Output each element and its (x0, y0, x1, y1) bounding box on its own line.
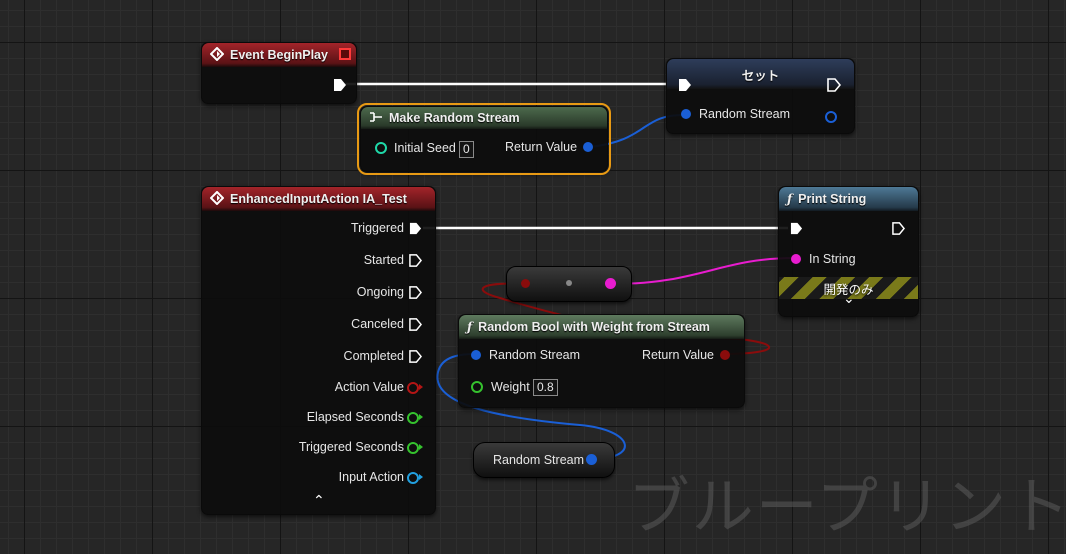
make-random-stream-title: Make Random Stream (389, 111, 520, 125)
make-random-stream-header: Make Random Stream (361, 107, 607, 129)
pin-label: Triggered (350, 221, 404, 235)
event-beginplay-node[interactable]: Event BeginPlay (201, 42, 357, 104)
canceled-pin-row: Canceled (351, 317, 404, 331)
completed-pin-row: Completed (344, 349, 404, 363)
exec-out-pin[interactable] (333, 78, 347, 97)
function-f-icon: ƒ (467, 320, 473, 334)
struct-pin-out[interactable] (586, 454, 597, 465)
event-beginplay-header: Event BeginPlay (202, 43, 356, 67)
in-string-row: In String (791, 252, 856, 266)
pin-label: Initial Seed (394, 141, 456, 155)
pin-label: Completed (343, 349, 404, 363)
set-random-stream-row: Random Stream (681, 107, 790, 121)
collapse-advanced-icon[interactable]: ⌃ (313, 493, 325, 509)
string-pin-in[interactable] (791, 254, 801, 264)
exec-in-pin[interactable] (678, 78, 692, 97)
ongoing-exec-pin[interactable] (409, 286, 423, 304)
pin-arrow (419, 384, 423, 390)
return-value-row: Return Value (642, 348, 730, 362)
exec-in-pin[interactable] (790, 222, 803, 240)
pin-label: Input Action (338, 470, 404, 484)
pin-label: Return Value (505, 140, 578, 154)
random-bool-header: ƒ Random Bool with Weight from Stream (459, 315, 744, 339)
development-only-label: 開発のみ (823, 282, 874, 297)
print-string-node[interactable]: ƒ Print String In String 開発のみ ⌄ (778, 186, 919, 317)
initial-seed-row: Initial Seed (375, 141, 456, 155)
ongoing-pin-row: Ongoing (357, 285, 404, 299)
struct-pin-in[interactable] (681, 109, 691, 119)
bool-pin-in[interactable] (521, 279, 530, 288)
struct-pin-in[interactable] (471, 350, 481, 360)
int-pin-in[interactable] (375, 142, 387, 154)
object-pin-out[interactable] (407, 472, 419, 484)
pin-label: In String (809, 252, 856, 266)
pin-label: Random Stream (699, 107, 791, 121)
float-pin-out[interactable] (407, 442, 419, 454)
string-wire-reroute-print[interactable] (611, 257, 796, 285)
exec-out-pin[interactable] (827, 78, 842, 97)
reroute-node[interactable] (506, 266, 632, 302)
event-beginplay-title: Event BeginPlay (230, 48, 328, 62)
struct-pin-out[interactable] (583, 142, 594, 152)
pin-arrow (419, 414, 423, 420)
delegate-pin-icon[interactable] (339, 48, 351, 60)
triggered-seconds-pin-row: Triggered Seconds (299, 440, 404, 454)
random-stream-variable-node[interactable]: Random Stream (473, 442, 615, 478)
string-pin-out[interactable] (605, 278, 616, 289)
development-only-banner (779, 277, 918, 299)
triggered-exec-pin[interactable] (409, 222, 422, 240)
expand-advanced-icon[interactable]: ⌄ (843, 291, 855, 307)
event-diamond-icon (209, 46, 225, 64)
input-action-header: EnhancedInputAction IA_Test (202, 187, 435, 211)
make-struct-icon (369, 111, 383, 126)
return-value-row: Return Value (505, 140, 594, 154)
set-variable-node[interactable]: セット Random Stream (666, 58, 855, 134)
blueprint-watermark: ブループリント (627, 470, 1066, 543)
pin-label: Action Value (334, 380, 404, 394)
print-string-header: ƒ Print String (779, 187, 918, 211)
float-pin-out[interactable] (407, 412, 419, 424)
pin-arrow (419, 474, 423, 480)
pin-label: Ongoing (356, 285, 404, 299)
input-action-title: EnhancedInputAction IA_Test (230, 192, 407, 206)
set-header: セット (667, 59, 854, 89)
function-f-icon: ƒ (787, 192, 793, 206)
input-action-pin-row: Input Action (339, 470, 404, 484)
pin-arrow (419, 444, 423, 450)
event-diamond-icon (209, 190, 225, 208)
pin-label: Started (363, 253, 404, 267)
pin-label: Random Stream (489, 348, 581, 362)
initial-seed-input[interactable]: 0 (459, 141, 474, 158)
action-value-pin-row: Action Value (335, 380, 404, 394)
random-bool-title: Random Bool with Weight from Stream (478, 320, 710, 334)
elapsed-seconds-pin-row: Elapsed Seconds (307, 410, 404, 424)
float-pin-in[interactable] (471, 381, 483, 393)
variable-label: Random Stream (493, 453, 585, 467)
random-stream-row: Random Stream (471, 348, 580, 362)
print-string-title: Print String (798, 192, 867, 206)
bool-pin-out[interactable] (720, 350, 730, 360)
weight-row: Weight (471, 380, 530, 394)
set-title: セット (741, 68, 780, 83)
started-pin-row: Started (364, 253, 404, 267)
pin-label: Return Value (641, 348, 714, 362)
exec-out-pin[interactable] (892, 222, 906, 240)
enhanced-input-action-node[interactable]: EnhancedInputAction IA_Test Triggered St… (201, 186, 436, 515)
completed-exec-pin[interactable] (409, 350, 423, 368)
pin-label: Canceled (351, 317, 404, 331)
random-bool-weight-stream-node[interactable]: ƒ Random Bool with Weight from Stream Ra… (458, 314, 745, 408)
pin-label: Triggered Seconds (298, 440, 404, 454)
struct-pin-out[interactable] (825, 111, 837, 123)
pin-label: Elapsed Seconds (306, 410, 404, 424)
triggered-pin-row: Triggered (351, 221, 404, 235)
bool-pin-out[interactable] (407, 382, 419, 394)
started-exec-pin[interactable] (409, 254, 423, 272)
canceled-exec-pin[interactable] (409, 318, 423, 336)
pin-label: Weight (491, 380, 530, 394)
reroute-center-dot (566, 280, 572, 286)
make-random-stream-node[interactable]: Make Random Stream Initial Seed 0 Return… (357, 103, 611, 175)
weight-input[interactable]: 0.8 (533, 379, 558, 396)
